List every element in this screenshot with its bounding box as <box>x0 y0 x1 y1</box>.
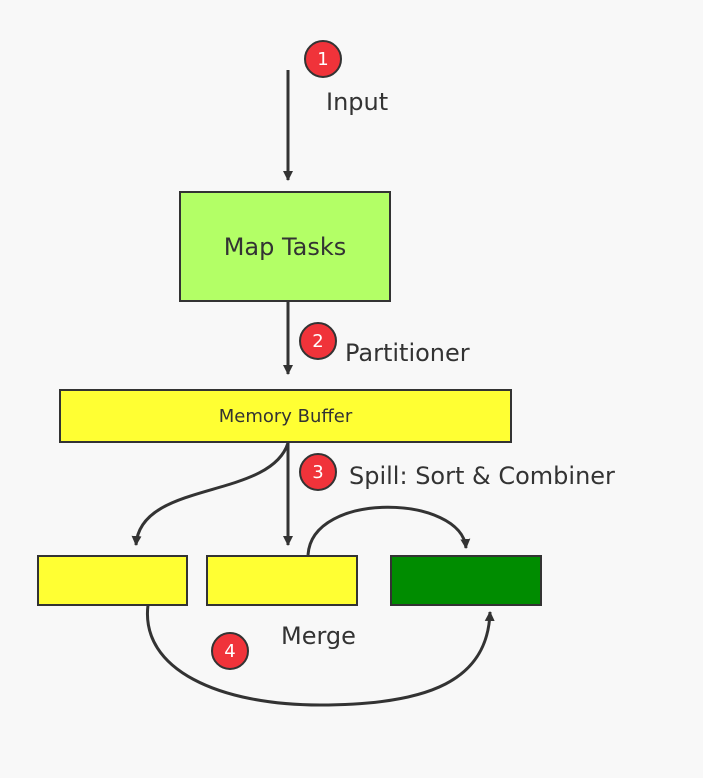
step-4-label: Merge <box>281 622 356 650</box>
merged-output-box <box>390 555 542 606</box>
merge-arrow-top <box>306 505 471 556</box>
merge-arrow-bottom <box>146 604 495 707</box>
map-tasks-box: Map Tasks <box>179 191 391 302</box>
step-1-number: 1 <box>317 48 329 70</box>
step-3-badge: 3 <box>299 453 337 491</box>
map-tasks-label: Map Tasks <box>223 232 347 261</box>
step-4-badge: 4 <box>211 632 249 670</box>
step-1-badge: 1 <box>304 40 342 78</box>
step-3-label: Spill: Sort & Combiner <box>349 462 615 490</box>
step-2-label: Partitioner <box>345 339 470 367</box>
memory-buffer-box: Memory Buffer <box>59 389 512 443</box>
step-3-number: 3 <box>312 461 324 483</box>
spill-file-2-box <box>206 555 358 606</box>
step-4-number: 4 <box>224 640 236 662</box>
step-2-badge: 2 <box>299 322 337 360</box>
step-1-label: Input <box>326 88 389 116</box>
spill-arrow-curved <box>131 442 290 546</box>
spill-file-1-box <box>37 555 188 606</box>
step-2-number: 2 <box>312 330 324 352</box>
memory-buffer-label: Memory Buffer <box>218 405 353 427</box>
